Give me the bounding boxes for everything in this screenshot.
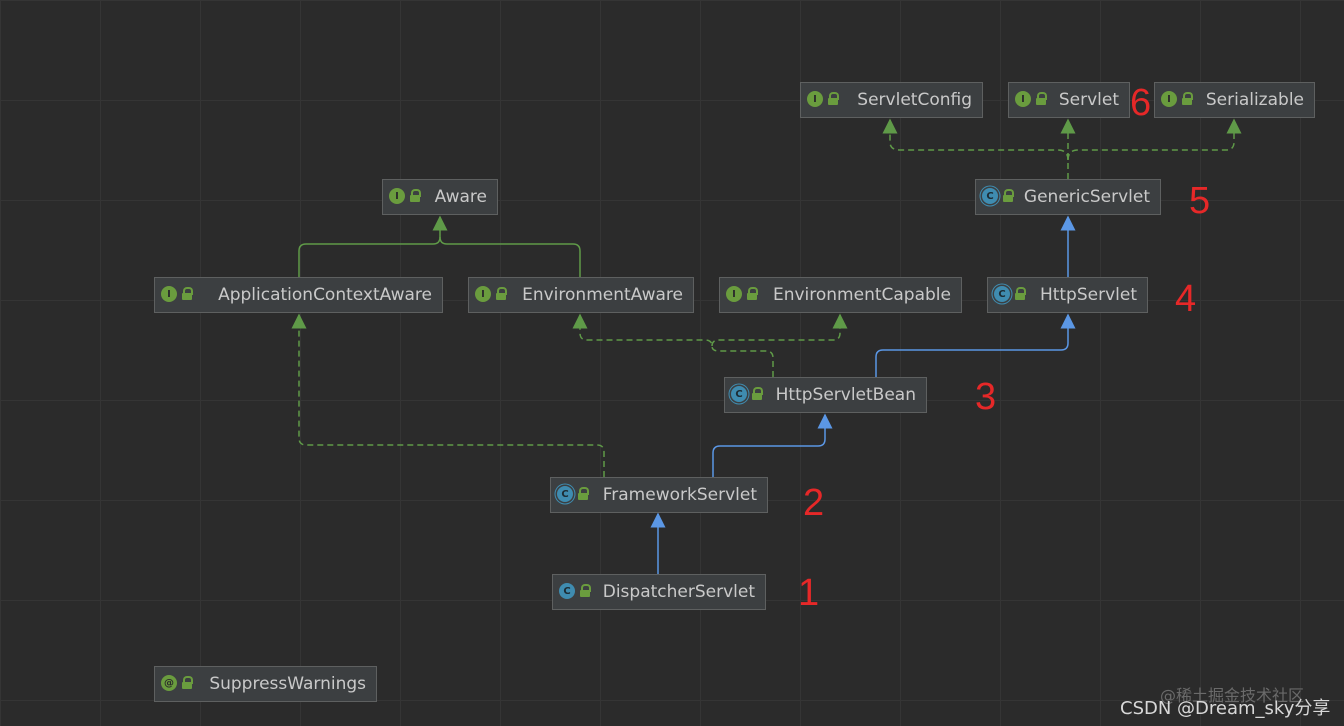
node-label: Serializable [1205, 90, 1304, 110]
edge-environmentaware-to-aware [439, 236, 581, 278]
annotation-number-6: 6 [1130, 82, 1152, 124]
abstract-class-icon: C [982, 188, 998, 204]
node-label: GenericServlet [1023, 187, 1150, 207]
node-label: HttpServletBean [775, 385, 916, 405]
node-servlet-config[interactable]: I ServletConfig [800, 82, 983, 118]
public-lock-icon [1182, 92, 1193, 106]
node-label: EnvironmentAware [522, 285, 683, 305]
public-lock-icon [752, 387, 763, 401]
interface-icon: I [807, 91, 823, 107]
annotation-icon: @ [161, 675, 177, 691]
node-suppress-warnings[interactable]: @ SuppressWarnings [154, 666, 377, 702]
edge-genericservlet-to-servletconfig [882, 118, 1069, 161]
edge-httpservletbean-to-environmentcapable [711, 313, 848, 347]
interface-icon: I [475, 286, 491, 302]
public-lock-icon [182, 676, 193, 690]
public-lock-icon [182, 287, 193, 301]
edge-genericservlet-to-serializable [1067, 118, 1242, 161]
node-environment-aware[interactable]: I EnvironmentAware [468, 277, 694, 313]
node-label: EnvironmentCapable [772, 285, 951, 305]
abstract-class-icon: C [994, 286, 1010, 302]
abstract-class-icon: C [731, 386, 747, 402]
node-aware[interactable]: I Aware [382, 179, 498, 215]
annotation-number-2: 2 [803, 482, 825, 524]
edge-httpservletbean-to-environmentaware [572, 313, 774, 377]
annotation-number-1: 1 [798, 572, 820, 614]
node-label: FrameworkServlet [602, 485, 757, 505]
node-framework-servlet[interactable]: C FrameworkServlet [550, 477, 768, 513]
public-lock-icon [580, 584, 591, 598]
interface-icon: I [1161, 91, 1177, 107]
public-lock-icon [828, 92, 839, 106]
watermark-csdn: CSDN @Dream_sky分享 [1120, 698, 1331, 719]
node-generic-servlet[interactable]: C GenericServlet [975, 179, 1161, 215]
node-label: ServletConfig [857, 90, 972, 110]
public-lock-icon [1015, 287, 1026, 301]
public-lock-icon [578, 487, 589, 501]
node-label: SuppressWarnings [209, 674, 366, 694]
node-http-servlet-bean[interactable]: C HttpServletBean [724, 377, 927, 413]
node-environment-capable[interactable]: I EnvironmentCapable [719, 277, 962, 313]
public-lock-icon [410, 189, 421, 203]
interface-icon: I [161, 286, 177, 302]
node-application-context-aware[interactable]: I ApplicationContextAware [154, 277, 443, 313]
edge-framework-to-applicationcontextaware [291, 313, 605, 477]
public-lock-icon [1036, 92, 1047, 106]
edge-httpservletbean-to-httpservlet [875, 313, 1076, 377]
public-lock-icon [496, 287, 507, 301]
node-label: ApplicationContextAware [218, 285, 432, 305]
node-label: Servlet [1058, 90, 1119, 110]
annotation-number-4: 4 [1175, 278, 1197, 320]
node-label: DispatcherServlet [602, 582, 755, 602]
watermark-juejin: @稀土掘金技术社区 [1160, 686, 1305, 705]
public-lock-icon [747, 287, 758, 301]
interface-icon: I [726, 286, 742, 302]
class-icon: C [559, 583, 575, 599]
interface-icon: I [389, 188, 405, 204]
node-dispatcher-servlet[interactable]: C DispatcherServlet [552, 574, 766, 610]
node-serializable[interactable]: I Serializable [1154, 82, 1315, 118]
edge-applicationcontextaware-to-aware [298, 215, 448, 278]
public-lock-icon [1003, 189, 1014, 203]
node-http-servlet[interactable]: C HttpServlet [987, 277, 1148, 313]
annotation-number-3: 3 [975, 376, 997, 418]
edge-framework-to-httpservletbean [712, 413, 833, 477]
abstract-class-icon: C [557, 486, 573, 502]
annotation-number-5: 5 [1189, 180, 1211, 222]
node-label: Aware [434, 187, 487, 207]
interface-icon: I [1015, 91, 1031, 107]
node-label: HttpServlet [1039, 285, 1137, 305]
node-servlet[interactable]: I Servlet [1008, 82, 1130, 118]
